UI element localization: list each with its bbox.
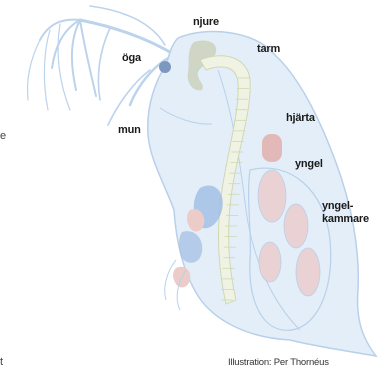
brood-embryo-2 [284,204,308,248]
label-brood-chamber: yngel-kammare [322,200,369,225]
label-brood-chamber-line: yngel- [322,200,353,212]
label-mouth: mun [118,125,141,136]
illustration-credit: Illustration: Per Thornéus [228,357,329,368]
label-heart: hjärta [286,113,315,124]
brood-embryo-1 [258,170,286,222]
label-eye: öga [122,53,141,64]
edge-fragment-bottom: t [0,357,3,368]
eye-organ [159,61,171,73]
label-gut: tarm [257,44,280,55]
edge-fragment-top: e [0,131,6,142]
label-brood: yngel [295,159,323,170]
heart-organ [262,134,282,162]
label-kidney: njure [193,17,219,28]
brood-embryo-4 [259,242,281,282]
brood-embryo-3 [296,248,320,296]
label-brood-chamber-line: kammare [322,213,369,225]
